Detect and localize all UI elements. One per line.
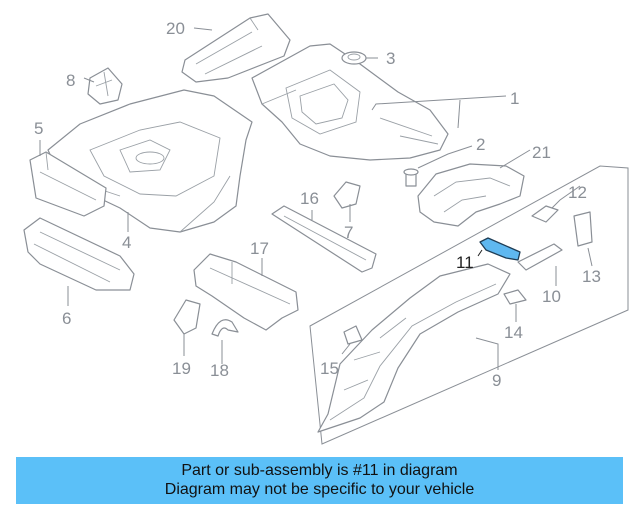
callout-9: 9 — [492, 371, 501, 390]
callout-17: 17 — [250, 239, 269, 258]
callout-10: 10 — [542, 287, 561, 306]
part-9-panel — [309, 165, 629, 445]
callout-20: 20 — [166, 19, 185, 38]
callout-15: 15 — [320, 359, 339, 378]
part-2 — [403, 168, 419, 187]
callout-4: 4 — [122, 233, 131, 252]
leader-lines — [39, 27, 593, 370]
part-16 — [271, 205, 377, 273]
callout-5: 5 — [34, 119, 43, 138]
part-15 — [343, 325, 363, 345]
part-14 — [503, 289, 527, 305]
part-21 — [417, 163, 525, 227]
part-20 — [181, 13, 291, 83]
callout-12: 12 — [568, 183, 587, 202]
callout-19: 19 — [172, 359, 191, 378]
callout-8: 8 — [66, 71, 75, 90]
callout-21: 21 — [532, 143, 551, 162]
part-10 — [517, 243, 563, 271]
callout-2: 2 — [476, 135, 485, 154]
part-12 — [531, 205, 559, 223]
callout-labels: 20 8 3 1 2 21 5 4 6 16 7 17 19 18 15 9 1… — [34, 19, 601, 390]
part-11-highlighted — [479, 237, 521, 261]
callout-16: 16 — [300, 189, 319, 208]
part-17 — [193, 253, 299, 331]
part-18 — [211, 319, 239, 337]
part-9 — [317, 263, 511, 433]
callout-14: 14 — [504, 323, 523, 342]
info-banner: Part or sub-assembly is #11 in diagram D… — [16, 457, 623, 504]
callout-18: 18 — [210, 361, 229, 380]
banner-line-2: Diagram may not be specific to your vehi… — [164, 481, 475, 498]
part-13 — [573, 211, 593, 247]
part-3 — [341, 51, 367, 65]
callout-7: 7 — [344, 223, 353, 242]
callout-6: 6 — [62, 309, 71, 328]
part-19 — [173, 299, 201, 335]
part-6 — [23, 217, 135, 291]
callout-11: 11 — [456, 253, 474, 272]
part-8 — [87, 67, 123, 105]
callout-3: 3 — [386, 49, 395, 68]
callout-13: 13 — [582, 267, 601, 286]
part-1 — [251, 43, 449, 161]
parts-diagram: 20 8 3 1 2 21 5 4 6 16 7 17 19 18 15 9 1… — [23, 13, 629, 445]
part-7 — [333, 181, 361, 209]
part-5 — [29, 151, 107, 217]
callout-1: 1 — [510, 89, 519, 108]
banner-line-1: Part or sub-assembly is #11 in diagram — [181, 462, 458, 479]
